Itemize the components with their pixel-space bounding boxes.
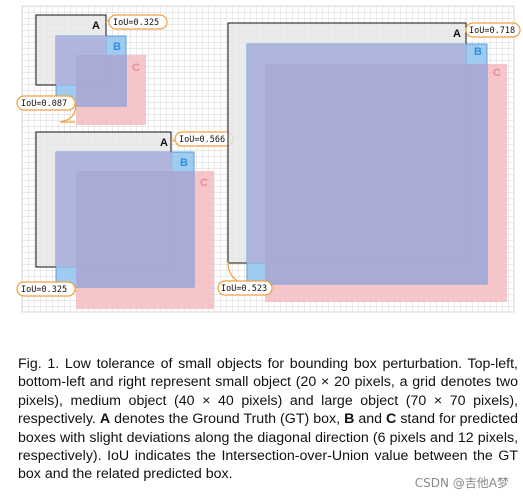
- iou-callout-box: [217, 280, 273, 296]
- iou-label: IoU=0.718: [469, 26, 515, 36]
- box-a-label: A: [160, 137, 168, 149]
- caption-text: pixels) and large object (: [233, 392, 411, 409]
- caption-small-size: 20 × 20: [300, 374, 350, 391]
- box-a-label: A: [92, 20, 100, 32]
- caption-text: and: [354, 411, 387, 428]
- iou-label: IoU=0.325: [21, 285, 67, 295]
- caption-box-b: B: [344, 411, 355, 428]
- iou-label: IoU=0.523: [221, 284, 267, 294]
- figure-caption: Fig. 1. Low tolerance of small objects f…: [18, 355, 518, 484]
- box-b-label: B: [474, 46, 482, 58]
- overlap-b-c: [265, 64, 487, 284]
- box-b-label: B: [180, 157, 188, 169]
- caption-dev-small: 6: [377, 429, 386, 446]
- panel-bottom-left: A B C IoU=0.566 IoU=0.325: [16, 131, 234, 309]
- bounding-box-figure: A B C IoU=0.325 IoU=0.087 A B C IoU=0.56…: [16, 5, 521, 313]
- iou-callout-box: [16, 95, 76, 111]
- caption-text: pixels, a grid denotes two pixels), medi…: [18, 374, 518, 409]
- iou-label: IoU=0.087: [21, 99, 67, 109]
- caption-text: pixels, respectively). IoU indicates the…: [18, 429, 519, 483]
- overlap-b-c: [76, 171, 194, 287]
- caption-text: Fig. 1. Low tolerance of small objects f…: [18, 356, 518, 391]
- iou-callout-box: [465, 22, 521, 38]
- caption-text: pixels), respectively.: [18, 392, 519, 428]
- caption-box-a: A: [99, 411, 111, 428]
- caption-text: denotes the Ground Truth (GT) box,: [110, 411, 345, 428]
- box-c-label: C: [200, 177, 208, 189]
- overlap-b-c: [76, 55, 126, 106]
- box-c-label: C: [132, 62, 140, 74]
- iou-label: IoU=0.325: [113, 18, 159, 28]
- box-b-label: B: [113, 41, 121, 53]
- caption-medium-size: 40 × 40: [178, 392, 234, 409]
- iou-callout-box: [16, 281, 76, 297]
- caption-large-size: 70 × 70: [410, 392, 466, 409]
- caption-text: pixels and: [385, 429, 458, 446]
- caption-dev-large: 12: [457, 429, 474, 446]
- caption-box-c: C: [386, 411, 397, 428]
- box-a-label: A: [453, 28, 461, 40]
- callout-line: [59, 103, 77, 123]
- panel-top-left: A B C IoU=0.325 IoU=0.087: [16, 14, 168, 125]
- box-c-label: C: [493, 67, 501, 79]
- iou-callout-box: [108, 14, 168, 30]
- iou-label: IoU=0.566: [179, 135, 225, 145]
- caption-text: stand for predicted boxes with slight de…: [18, 411, 518, 446]
- panel-right: A B C IoU=0.718 IoU=0.523: [217, 22, 521, 302]
- watermark: CSDN @吉他A梦: [414, 476, 509, 490]
